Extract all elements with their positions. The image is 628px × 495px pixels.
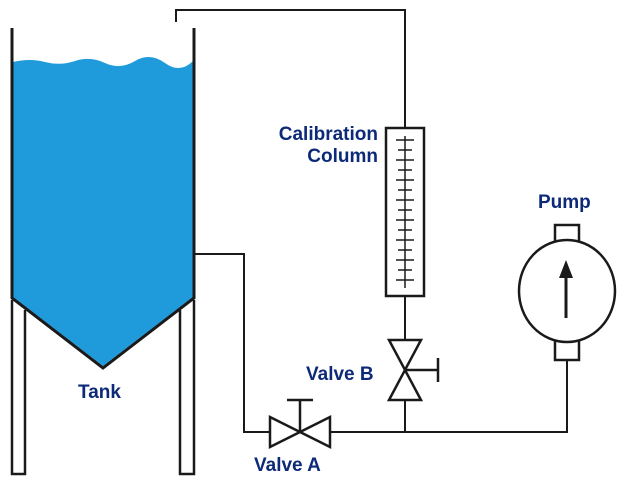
tank-outline	[10, 28, 196, 370]
tank-legs	[10, 300, 196, 476]
valve-b-label: Valve B	[306, 364, 374, 385]
calibration-ticks	[396, 139, 414, 281]
tank-left-leg	[10, 300, 27, 476]
tank-water	[13, 56, 193, 366]
valve-a-icon[interactable]	[268, 398, 332, 450]
tank-right-leg	[178, 300, 196, 476]
main-pipe	[330, 360, 568, 433]
pump-label: Pump	[538, 192, 591, 213]
calibration-column	[384, 126, 426, 298]
tank-label: Tank	[78, 382, 121, 403]
tank-outlet-pipe	[194, 253, 270, 433]
valve-a-label: Valve A	[254, 455, 321, 476]
calibration-label-line1: Calibration	[278, 124, 378, 145]
overflow-pipe	[175, 9, 406, 128]
calibration-label-line2: Column	[307, 146, 378, 167]
pump-icon[interactable]	[517, 223, 617, 362]
calibration-column-label: Calibration Column	[279, 124, 378, 168]
pump-arrow-head	[559, 260, 573, 278]
valve-b-icon[interactable]	[386, 338, 440, 402]
